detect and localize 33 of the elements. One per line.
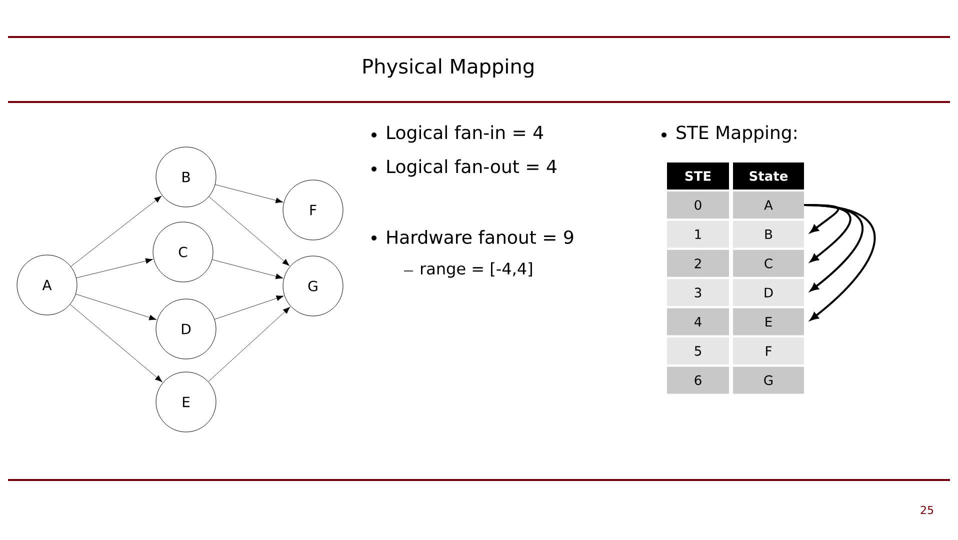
table-cell: C [733,250,804,277]
bullet-item: Logical fan-out = 4 [387,159,556,177]
table-header-cell: STE [667,162,729,190]
arrow [212,259,284,280]
table-cell: 0 [667,192,729,218]
arrow [76,294,157,320]
sub-bullet-item: range = [-4,4] [421,262,532,278]
table-cell: 1 [667,220,729,248]
table-cell: 5 [667,338,729,364]
arrow [214,295,284,320]
table-cell: E [733,308,804,336]
arrow [76,258,154,278]
table-cell: F [733,338,804,364]
slide-title: Physical Mapping [364,58,534,78]
bullet-item: Hardware fanout = 9 [387,230,574,244]
table-header-cell: State [733,162,804,190]
arrow [215,184,284,204]
table-cell: 6 [667,366,729,394]
table-cell: A [733,192,804,218]
arrow [208,196,290,266]
arrow [70,196,162,267]
bullet-item: STE Mapping: [676,125,796,143]
curved-arrow [804,204,876,320]
table-cell: 3 [667,279,729,306]
table-cell: 2 [667,250,729,277]
page-number: 25 [920,506,934,514]
table-cell: B [733,220,804,248]
table-cell: G [733,366,804,394]
table-cell: D [733,279,804,306]
arrow [70,304,162,382]
bullet-item: Logical fan-in = 4 [387,125,544,143]
table-cell: 4 [667,308,729,336]
arrow [208,306,290,382]
